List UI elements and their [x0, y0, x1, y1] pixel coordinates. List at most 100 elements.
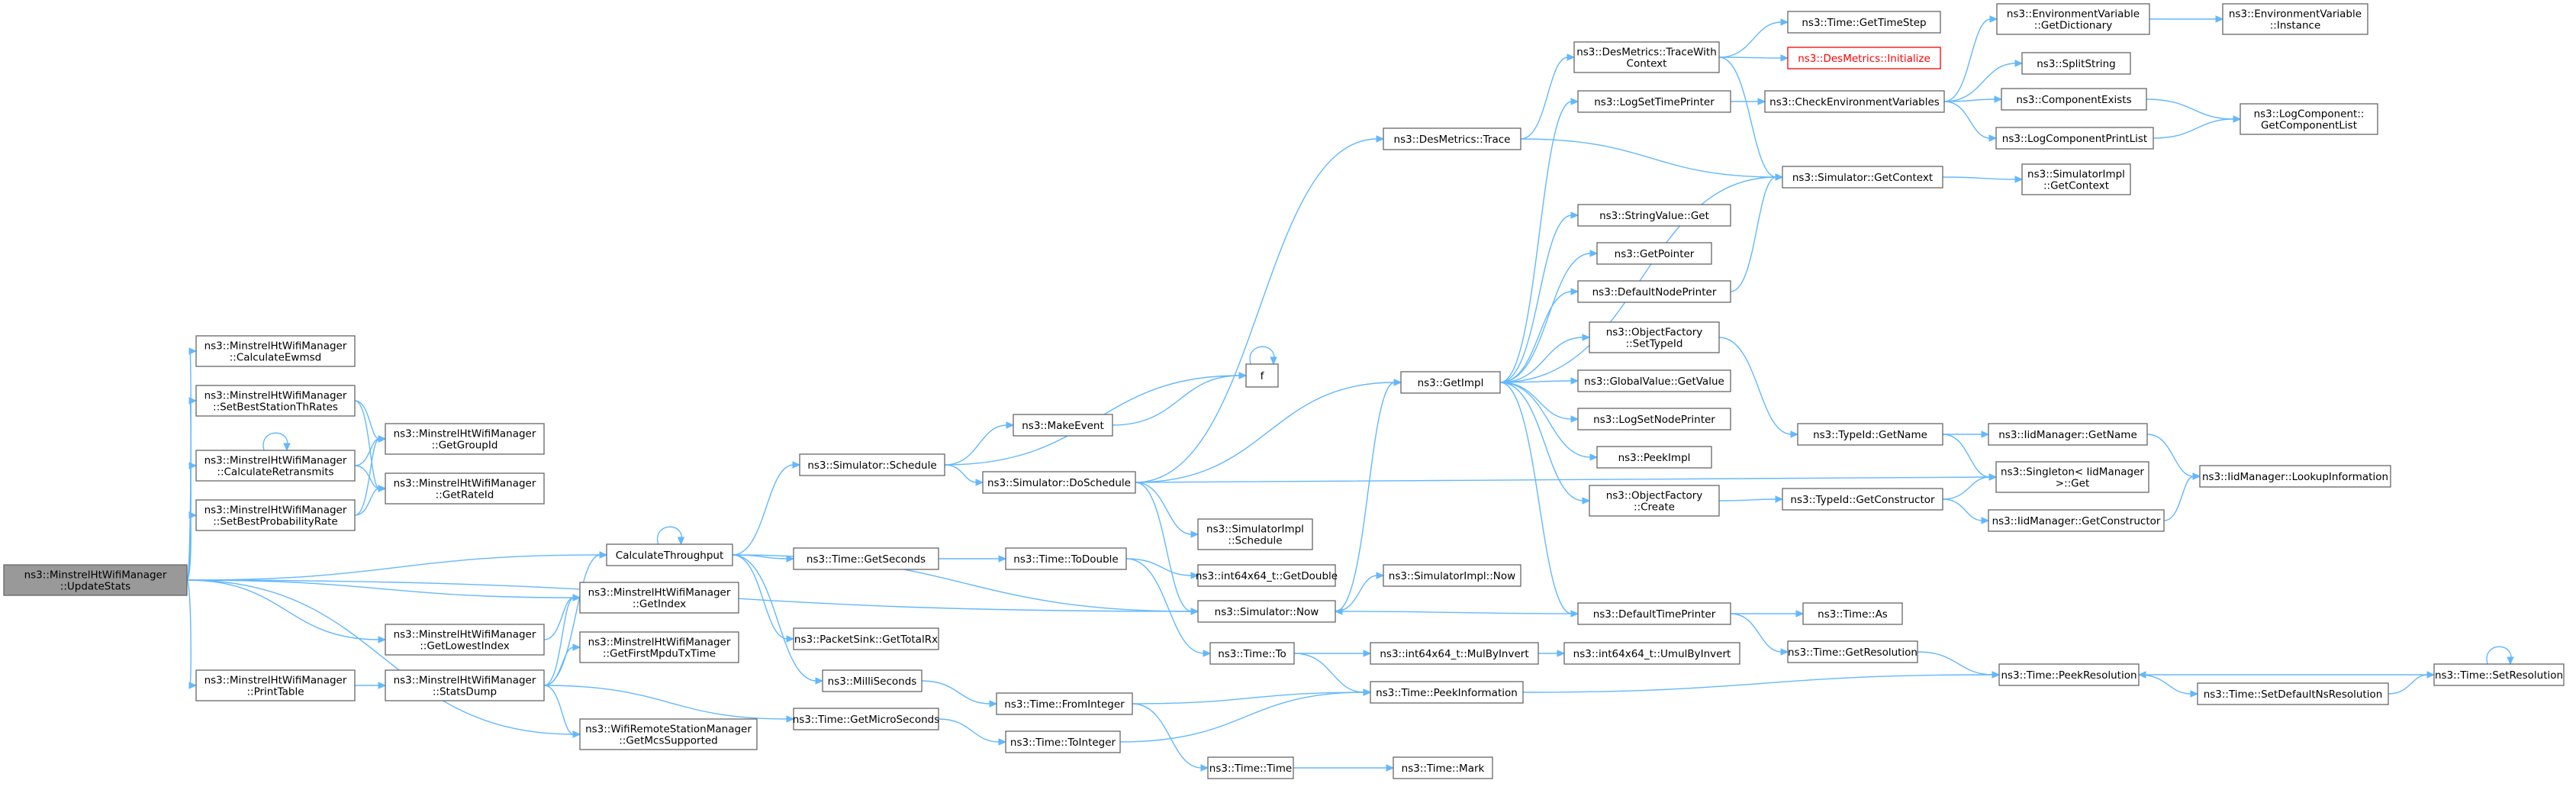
node-setdefaultns[interactable]: ns3::Time::SetDefaultNsResolution [2197, 682, 2389, 705]
node-box-calcewmsd[interactable] [195, 335, 356, 367]
node-box-getgroupid[interactable] [385, 423, 545, 455]
node-calcewmsd[interactable]: ns3::MinstrelHtWifiManager::CalculateEwm… [195, 335, 356, 367]
node-box-peekres[interactable] [1998, 663, 2140, 686]
node-envinstance[interactable]: ns3::EnvironmentVariable::Instance [2222, 3, 2368, 35]
node-setbeststation[interactable]: ns3::MinstrelHtWifiManager::SetBestStati… [195, 385, 356, 417]
node-updatestats[interactable]: ns3::MinstrelHtWifiManager::UpdateStats [3, 564, 188, 596]
node-setbestprob[interactable]: ns3::MinstrelHtWifiManager::SetBestProba… [195, 499, 356, 531]
node-compexists[interactable]: ns3::ComponentExists [2001, 88, 2147, 111]
node-box-schedule[interactable] [799, 453, 945, 476]
node-simimplnow[interactable]: ns3::SimulatorImpl::Now [1383, 564, 1521, 587]
node-box-getlowestindex[interactable] [385, 624, 545, 656]
node-setres[interactable]: ns3::Time::SetResolution [2433, 663, 2565, 686]
node-simgetctx[interactable]: ns3::Simulator::GetContext [1782, 166, 1943, 189]
node-box-getseconds[interactable] [793, 547, 939, 570]
node-destrace[interactable]: ns3::DesMetrics::Trace [1383, 127, 1521, 150]
node-simnow[interactable]: ns3::Simulator::Now [1197, 600, 1336, 623]
node-simimplschedule[interactable]: ns3::SimulatorImpl::Schedule [1197, 518, 1313, 550]
node-box-simimplgetctx[interactable] [2021, 163, 2131, 195]
node-box-gettimestep[interactable] [1787, 11, 1941, 34]
node-box-int64getdouble[interactable] [1197, 564, 1336, 587]
node-box-objcreate[interactable] [1589, 485, 1720, 517]
node-box-todouble[interactable] [1005, 547, 1127, 570]
node-box-typeidgetctor[interactable] [1782, 488, 1943, 511]
node-box-setdefaultns[interactable] [2197, 682, 2389, 705]
node-getfirstmpdu[interactable]: ns3::MinstrelHtWifiManager::GetFirstMpdu… [579, 631, 739, 663]
node-umulbyinvert[interactable]: ns3::int64x64_t::UmulByInvert [1563, 642, 1740, 665]
node-iidlookup[interactable]: ns3::IidManager::LookupInformation [2199, 465, 2391, 488]
node-checkenv[interactable]: ns3::CheckEnvironmentVariables [1764, 90, 1945, 113]
node-getimpl[interactable]: ns3::GetImpl [1400, 371, 1501, 394]
node-statsdump[interactable]: ns3::MinstrelHtWifiManager::StatsDump [385, 669, 545, 701]
node-box-typeidgetname[interactable] [1797, 423, 1943, 446]
node-box-globalvalue[interactable] [1577, 369, 1731, 392]
node-box-timeas[interactable] [1802, 602, 1903, 625]
node-getresolution[interactable]: ns3::Time::GetResolution [1787, 640, 1918, 663]
node-logcomplist[interactable]: ns3::LogComponent::GetComponentList [2240, 103, 2378, 135]
node-objsettypeid[interactable]: ns3::ObjectFactory::SetTypeId [1589, 321, 1720, 353]
node-box-calcretrans[interactable] [195, 450, 356, 482]
node-gettotalrx[interactable]: ns3::PacketSink::GetTotalRx [793, 627, 939, 650]
node-box-deftimeprinter[interactable] [1577, 602, 1731, 625]
node-getrateid[interactable]: ns3::MinstrelHtWifiManager::GetRateId [385, 472, 545, 505]
node-iidgetname[interactable]: ns3::IidManager::GetName [1988, 423, 2148, 446]
node-box-simimplschedule[interactable] [1197, 518, 1313, 550]
node-box-peekimpl[interactable] [1596, 446, 1712, 469]
node-mulbyinvert[interactable]: ns3::int64x64_t::MulByInvert [1370, 642, 1539, 665]
node-printtable[interactable]: ns3::MinstrelHtWifiManager::PrintTable [195, 669, 356, 701]
node-calcthroughput[interactable]: CalculateThroughput [606, 543, 733, 566]
node-timeas[interactable]: ns3::Time::As [1802, 602, 1903, 625]
node-timemark[interactable]: ns3::Time::Mark [1393, 756, 1493, 779]
node-box-statsdump[interactable] [385, 669, 545, 701]
node-defnodeprinter[interactable]: ns3::DefaultNodePrinter [1577, 280, 1731, 303]
node-box-milliseconds[interactable] [822, 669, 923, 692]
node-box-fromint[interactable] [996, 692, 1133, 715]
node-int64getdouble[interactable]: ns3::int64x64_t::GetDouble [1196, 564, 1338, 587]
node-schedule[interactable]: ns3::Simulator::Schedule [799, 453, 945, 476]
node-getpointer[interactable]: ns3::GetPointer [1596, 242, 1712, 265]
node-box-gettotalrx[interactable] [793, 627, 939, 650]
node-peekres[interactable]: ns3::Time::PeekResolution [1998, 663, 2140, 686]
node-typeidgetname[interactable]: ns3::TypeId::GetName [1797, 423, 1943, 446]
node-box-getindex[interactable] [579, 582, 739, 614]
node-box-objsettypeid[interactable] [1589, 321, 1720, 353]
node-peekinfo[interactable]: ns3::Time::PeekInformation [1370, 681, 1524, 704]
node-box-envgetdict[interactable] [1996, 3, 2150, 35]
node-box-checkenv[interactable] [1764, 90, 1945, 113]
node-gettimestep[interactable]: ns3::Time::GetTimeStep [1787, 11, 1941, 34]
node-box-setbeststation[interactable] [195, 385, 356, 417]
node-box-f[interactable] [1245, 363, 1279, 388]
node-box-getfirstmpdu[interactable] [579, 631, 739, 663]
node-singletonget[interactable]: ns3::Singleton< IidManager >::Get [1995, 461, 2149, 493]
node-box-tointeger[interactable] [1005, 730, 1121, 753]
node-box-peekinfo[interactable] [1370, 681, 1524, 704]
node-box-doschedule[interactable] [982, 471, 1136, 494]
node-logsettimeprinter[interactable]: ns3::LogSetTimePrinter [1577, 90, 1731, 113]
node-fromint[interactable]: ns3::Time::FromInteger [996, 692, 1133, 715]
node-box-timemark[interactable] [1393, 756, 1493, 779]
node-stringvalueget[interactable]: ns3::StringValue::Get [1577, 204, 1731, 227]
node-box-getmcssupported[interactable] [579, 718, 758, 750]
node-box-splitstring[interactable] [2021, 52, 2131, 75]
node-globalvalue[interactable]: ns3::GlobalValue::GetValue [1577, 369, 1731, 392]
node-box-tracewithctx[interactable] [1573, 41, 1720, 73]
node-box-timeto[interactable] [1209, 642, 1295, 665]
node-getlowestindex[interactable]: ns3::MinstrelHtWifiManager::GetLowestInd… [385, 624, 545, 656]
node-doschedule[interactable]: ns3::Simulator::DoSchedule [982, 471, 1136, 494]
node-getmicro[interactable]: ns3::Time::GetMicroSeconds [793, 708, 940, 730]
node-envgetdict[interactable]: ns3::EnvironmentVariable::GetDictionary [1996, 3, 2150, 35]
node-simimplgetctx[interactable]: ns3::SimulatorImpl::GetContext [2021, 163, 2131, 195]
node-splitstring[interactable]: ns3::SplitString [2021, 52, 2131, 75]
node-box-mulbyinvert[interactable] [1370, 642, 1539, 665]
node-peekimpl[interactable]: ns3::PeekImpl [1596, 446, 1712, 469]
node-getgroupid[interactable]: ns3::MinstrelHtWifiManager::GetGroupId [385, 423, 545, 455]
node-box-getmicro[interactable] [793, 708, 939, 730]
node-box-compexists[interactable] [2001, 88, 2147, 111]
node-box-getimpl[interactable] [1400, 371, 1501, 394]
node-box-simnow[interactable] [1197, 600, 1336, 623]
node-box-destrace[interactable] [1383, 127, 1521, 150]
node-box-timetime[interactable] [1207, 756, 1294, 779]
node-desinit[interactable]: ns3::DesMetrics::Initialize [1787, 47, 1941, 69]
node-box-makeevent[interactable] [1013, 414, 1113, 437]
